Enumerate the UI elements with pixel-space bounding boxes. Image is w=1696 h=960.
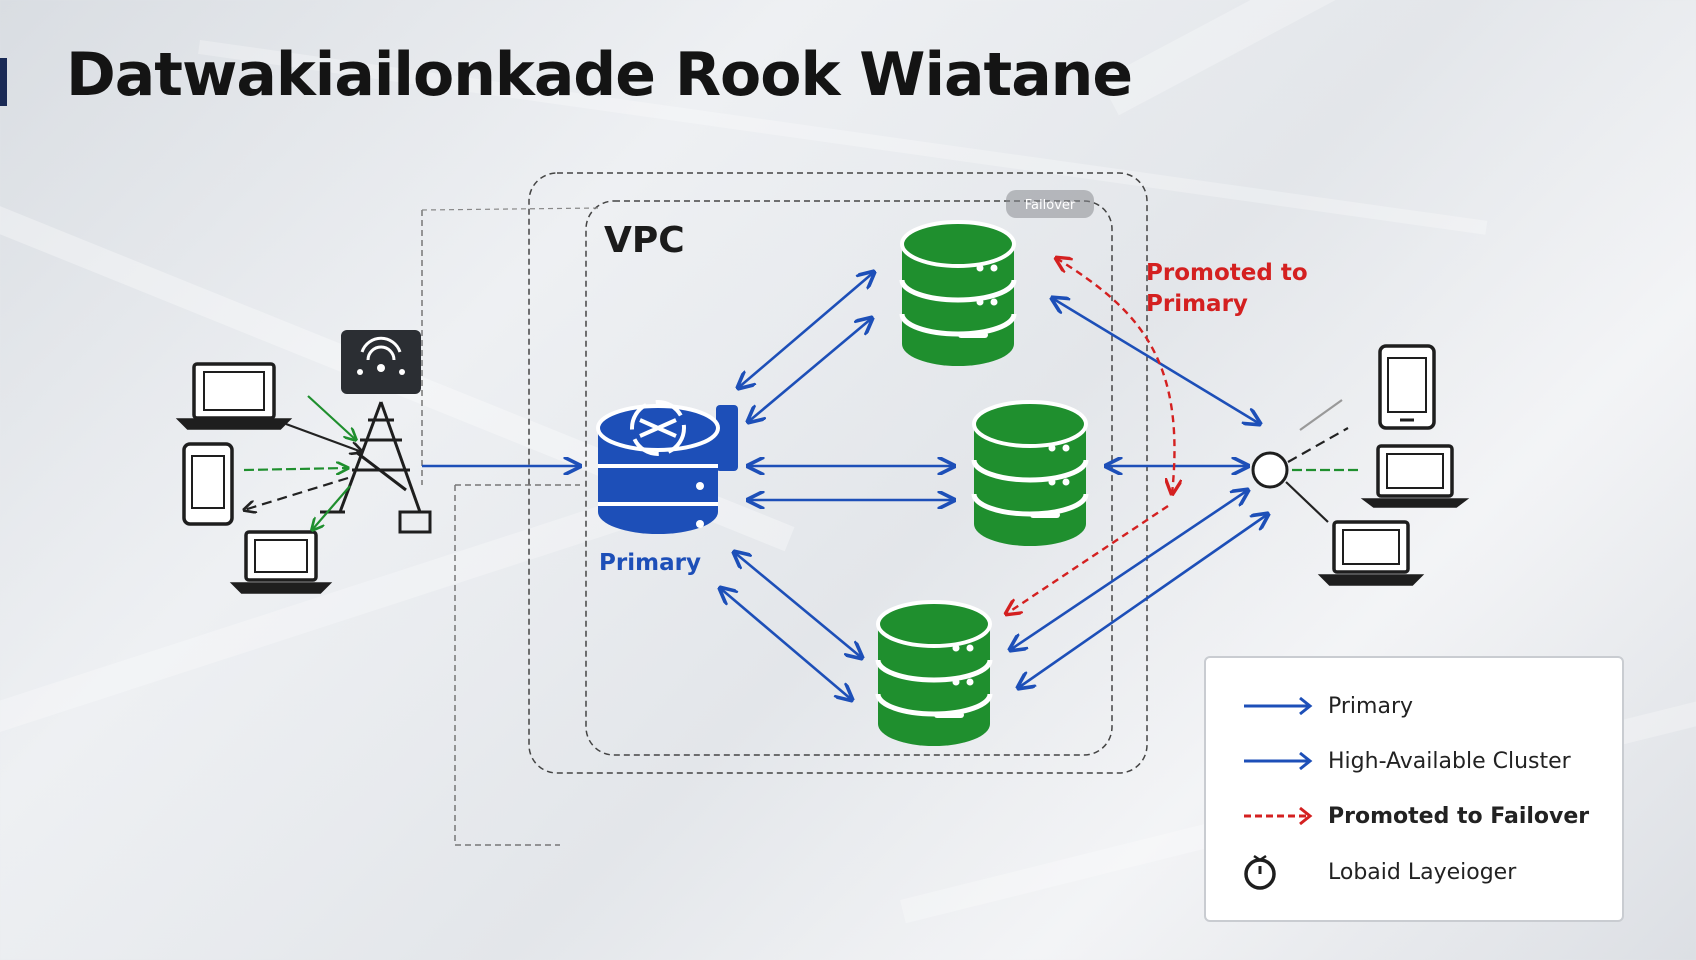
svg-text:Failover: Failover xyxy=(1025,198,1076,213)
title-accent-bar xyxy=(0,58,7,106)
legend-item-promoted: Promoted to Failover xyxy=(1238,796,1589,836)
primary-label: Primary xyxy=(599,550,701,576)
load-balancer-node[interactable] xyxy=(1251,451,1289,489)
cell-tower-icon xyxy=(320,401,432,534)
blue-arrow-icon xyxy=(1238,746,1318,776)
red-dashed-arrow-icon xyxy=(1238,801,1318,831)
legend-label-ha-cluster: High-Available Cluster xyxy=(1328,748,1571,774)
failover-promotion-path-lower xyxy=(1006,505,1169,614)
phone-icon-left xyxy=(182,442,234,526)
legend-item-primary: Primary xyxy=(1238,686,1413,726)
client-links-left xyxy=(244,395,362,530)
replica-database-middle[interactable] xyxy=(971,400,1089,546)
legend: Primary High-Available Cluster Promoted … xyxy=(1204,656,1624,922)
client-links-right xyxy=(1285,399,1360,523)
page-title: Datwakiailonkade Rook Wiatane xyxy=(66,40,1133,110)
laptop-icon-right-bottom xyxy=(1317,520,1425,586)
legend-item-load-balancer: Lobaid Layeioger xyxy=(1238,852,1516,892)
blue-arrow-icon xyxy=(1238,691,1318,721)
laptop-icon-right-top xyxy=(1360,444,1470,508)
replica-database-bottom[interactable] xyxy=(875,600,993,746)
failover-promotion-path xyxy=(1056,258,1174,494)
primary-database[interactable] xyxy=(596,400,738,534)
legend-label-load-balancer: Lobaid Layeioger xyxy=(1328,859,1517,885)
failover-tag: Failover xyxy=(1006,190,1094,218)
vpc-label: VPC xyxy=(604,220,685,261)
laptop-icon-left-top xyxy=(175,362,293,430)
phone-icon-right xyxy=(1378,344,1436,430)
laptop-icon-left-bottom xyxy=(229,530,333,594)
outer-boundary xyxy=(528,172,1148,774)
wifi-router-icon xyxy=(341,330,421,394)
legend-label-primary: Primary xyxy=(1328,693,1414,719)
replication-links xyxy=(422,272,1268,700)
promoted-label-line2: Primary xyxy=(1146,291,1248,317)
stopwatch-icon xyxy=(1238,854,1318,890)
replica-database-top[interactable] xyxy=(899,220,1017,366)
legend-label-promoted: Promoted to Failover xyxy=(1328,803,1590,829)
legend-item-ha-cluster: High-Available Cluster xyxy=(1238,741,1571,781)
left-dashed-guide xyxy=(421,210,580,846)
top-dashed-guide xyxy=(421,207,601,211)
promoted-label-line1: Promoted to xyxy=(1146,260,1308,286)
